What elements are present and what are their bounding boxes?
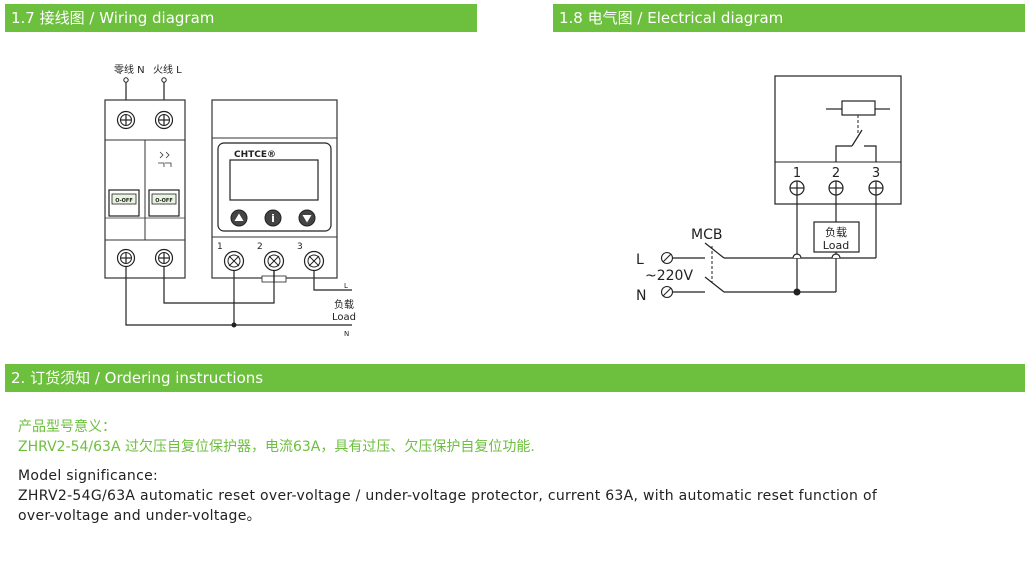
up-button-icon xyxy=(230,209,248,227)
mcb-label: MCB xyxy=(691,227,722,243)
breaker-switch-label-l: O-OFF xyxy=(155,198,173,204)
model-significance-line-2: over-voltage and under-voltage。 xyxy=(18,508,261,524)
wiring-diagram: 零线 N 火线 L O-OF xyxy=(104,63,356,338)
electrical-terminal-2-label: 2 xyxy=(832,166,840,181)
l-label: L xyxy=(636,252,644,268)
wiring-diagram-section-title: 1.7 接线图 / Wiring diagram xyxy=(5,4,477,32)
brand-label: CHTCE® xyxy=(234,150,276,160)
circuit-breaker: O-OFF O-OFF xyxy=(104,99,186,279)
info-button-label: i xyxy=(271,212,275,225)
electrical-load-label-en: Load xyxy=(823,239,849,252)
electrical-terminal-3-label: 3 xyxy=(872,166,880,181)
wiring-load-label-cn: 负载 xyxy=(334,298,354,311)
device-terminal-1 xyxy=(223,250,245,272)
electrical-load-label-cn: 负载 xyxy=(825,225,847,239)
breaker-top-screw-l xyxy=(154,110,174,130)
device-terminal-1-label: 1 xyxy=(217,242,223,252)
electrical-terminal-2 xyxy=(828,180,844,196)
device-terminal-2 xyxy=(263,250,285,272)
device-terminal-2-label: 2 xyxy=(257,242,263,252)
breaker-switch-label-n: O-OFF xyxy=(115,198,133,204)
relay-contact-icon xyxy=(835,129,877,162)
breaker-symbol-icon xyxy=(158,151,172,167)
electrical-terminal-1-label: 1 xyxy=(793,166,801,181)
model-significance-heading: Model significance: xyxy=(18,468,159,484)
electrical-diagram: 1 2 3 负载 Load xyxy=(636,75,902,304)
n-label: N xyxy=(636,288,646,304)
display-screen xyxy=(229,159,319,201)
wiring-lines xyxy=(125,266,352,326)
electrical-junction-dot xyxy=(793,288,801,296)
breaker-switch-l: O-OFF xyxy=(148,189,180,217)
electrical-diagram-section-title: 1.8 电气图 / Electrical diagram xyxy=(553,4,1025,32)
wiring-line-n-label: N xyxy=(344,330,349,338)
model-significance-line-1: ZHRV2-54G/63A automatic reset over-volta… xyxy=(18,488,878,504)
wiring-line-l-label: L xyxy=(344,282,348,290)
model-significance-block: Model significance: ZHRV2-54G/63A automa… xyxy=(18,466,1028,526)
neutral-label: 零线 N xyxy=(114,63,145,76)
electrical-terminal-1 xyxy=(789,180,805,196)
live-label: 火线 L xyxy=(153,63,182,76)
protector-device: CHTCE® i 1 2 3 xyxy=(211,99,338,283)
info-button-icon: i xyxy=(264,209,282,227)
l-terminal-icon xyxy=(660,251,674,265)
device-terminal-3-label: 3 xyxy=(297,242,303,252)
breaker-bottom-screw-l xyxy=(154,248,174,268)
n-terminal-icon xyxy=(660,285,674,299)
down-button-icon xyxy=(298,209,316,227)
model-meaning-heading: 产品型号意义： xyxy=(18,419,116,435)
voltage-label: ~220V xyxy=(645,268,693,284)
wiring-load-label-en: Load xyxy=(332,312,356,323)
neutral-junction-dot xyxy=(231,322,237,328)
model-meaning-block: 产品型号意义： ZHRV2-54/63A 过欠压自复位保护器，电流63A，具有过… xyxy=(18,417,535,457)
breaker-top-screw-n xyxy=(116,110,136,130)
breaker-switch-n: O-OFF xyxy=(108,189,140,217)
model-meaning-text: ZHRV2-54/63A 过欠压自复位保护器，电流63A，具有过压、欠压保护自复… xyxy=(18,439,535,455)
electrical-terminal-3 xyxy=(868,180,884,196)
ordering-instructions-section-title: 2. 订货须知 / Ordering instructions xyxy=(5,364,1025,392)
